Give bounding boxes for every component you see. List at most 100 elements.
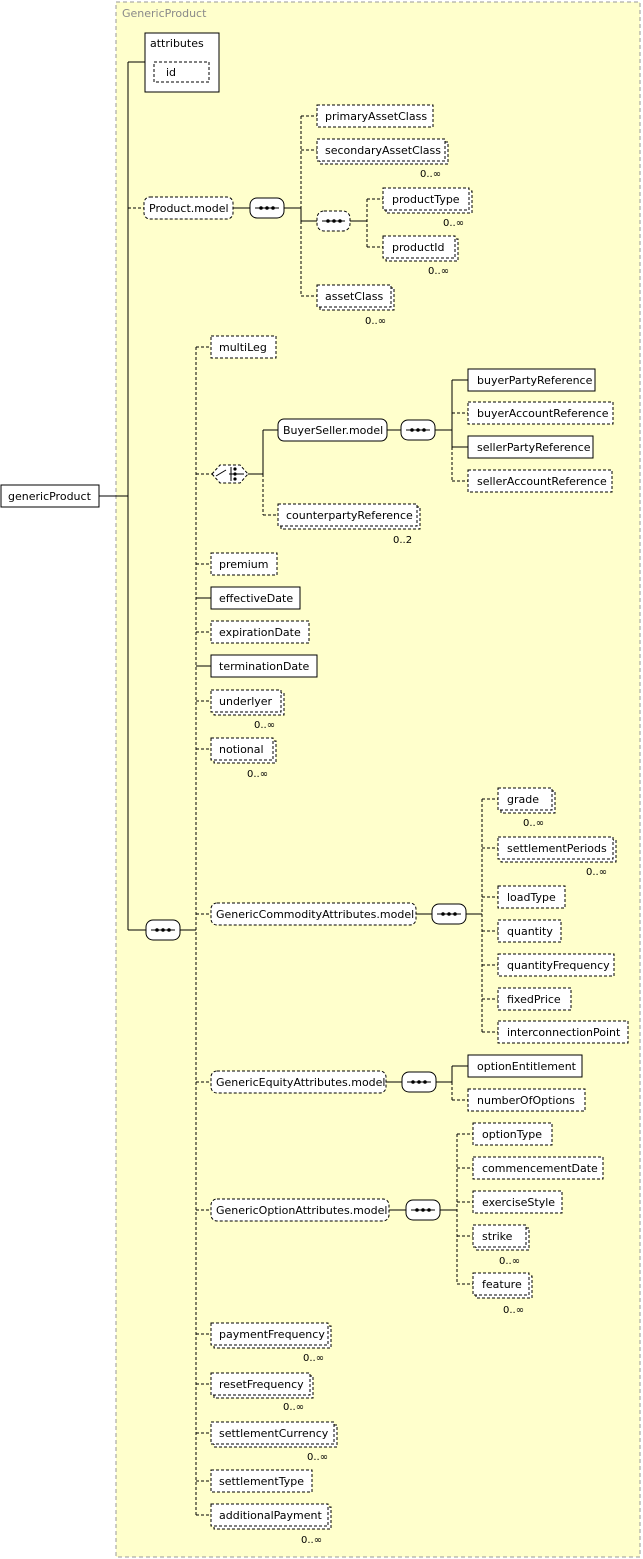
svg-text:commencementDate: commencementDate (482, 1162, 598, 1175)
svg-text:0..∞: 0..∞ (247, 769, 268, 780)
svg-text:GenericOptionAttributes.model: GenericOptionAttributes.model (216, 1204, 387, 1217)
svg-text:0..∞: 0..∞ (301, 1535, 322, 1546)
element-fixedPrice[interactable]: fixedPrice (497, 987, 572, 1011)
svg-text:GenericCommodityAttributes.mod: GenericCommodityAttributes.model (216, 908, 414, 921)
svg-text:0..∞: 0..∞ (307, 1452, 328, 1463)
element-settlementCurrency[interactable]: settlementCurrency 0..∞ (210, 1421, 338, 1463)
element-sellerPartyReference[interactable]: sellerPartyReference (467, 435, 594, 459)
svg-text:quantityFrequency: quantityFrequency (507, 959, 610, 972)
svg-text:numberOfOptions: numberOfOptions (477, 1094, 575, 1107)
element-settlementType[interactable]: settlementType (210, 1469, 313, 1493)
svg-text:0..∞: 0..∞ (443, 218, 464, 229)
svg-text:grade: grade (507, 793, 539, 806)
element-primaryAssetClass[interactable]: primaryAssetClass (316, 104, 434, 128)
svg-text:settlementPeriods: settlementPeriods (507, 842, 607, 855)
svg-text:0..∞: 0..∞ (499, 1256, 520, 1267)
element-numberOfOptions[interactable]: numberOfOptions (467, 1088, 586, 1112)
element-expirationDate[interactable]: expirationDate (210, 620, 310, 644)
element-counterpartyReference[interactable]: counterpartyReference 0..2 (277, 503, 421, 546)
svg-text:buyerPartyReference: buyerPartyReference (477, 374, 593, 387)
svg-text:quantity: quantity (507, 925, 553, 938)
svg-text:effectiveDate: effectiveDate (219, 592, 293, 605)
svg-text:Product.model: Product.model (149, 202, 229, 215)
element-commencementDate[interactable]: commencementDate (472, 1156, 604, 1180)
sequence-connector-icon (405, 1199, 441, 1221)
svg-text:0..∞: 0..∞ (254, 720, 275, 731)
element-feature[interactable]: feature 0..∞ (472, 1272, 533, 1316)
root-element[interactable]: genericProduct (0, 484, 100, 508)
element-optionType[interactable]: optionType (472, 1122, 553, 1146)
element-buyerAccountReference[interactable]: buyerAccountReference (467, 401, 614, 425)
svg-text:notional: notional (219, 743, 264, 756)
sequence-connector-icon (249, 197, 285, 219)
svg-text:0..2: 0..2 (393, 535, 412, 546)
element-multiLeg[interactable]: multiLeg (210, 335, 277, 359)
element-strike[interactable]: strike 0..∞ (472, 1224, 530, 1267)
svg-text:underlyer: underlyer (219, 695, 273, 708)
element-grade[interactable]: grade 0..∞ (497, 787, 556, 829)
element-terminationDate[interactable]: terminationDate (210, 654, 318, 678)
connector-lines (99, 61, 482, 1211)
optional-connector-lines (128, 115, 498, 1516)
element-sellerAccountReference[interactable]: sellerAccountReference (467, 469, 613, 493)
element-optionEntitlement[interactable]: optionEntitlement (467, 1054, 583, 1078)
svg-text:counterpartyReference: counterpartyReference (286, 509, 413, 522)
svg-text:productType: productType (392, 193, 460, 206)
element-additionalPayment[interactable]: additionalPayment 0..∞ (210, 1503, 332, 1546)
commodity-attributes-group[interactable]: GenericCommodityAttributes.model (210, 902, 417, 926)
sequence-connector-icon (316, 210, 351, 232)
element-quantity[interactable]: quantity (497, 919, 562, 943)
svg-text:interconnectionPoint: interconnectionPoint (507, 1026, 621, 1039)
svg-text:secondaryAssetClass: secondaryAssetClass (325, 144, 441, 157)
element-quantityFrequency[interactable]: quantityFrequency (497, 953, 615, 977)
svg-text:0..∞: 0..∞ (420, 169, 441, 180)
product-model-group[interactable]: Product.model (143, 196, 234, 220)
element-productType[interactable]: productType 0..∞ (382, 187, 473, 229)
element-buyerPartyReference[interactable]: buyerPartyReference (467, 368, 596, 392)
svg-text:0..∞: 0..∞ (586, 867, 607, 878)
element-paymentFrequency[interactable]: paymentFrequency 0..∞ (210, 1322, 332, 1364)
element-exerciseStyle[interactable]: exerciseStyle (472, 1190, 563, 1214)
element-interconnectionPoint[interactable]: interconnectionPoint (497, 1020, 629, 1044)
sequence-connector-icon (400, 419, 436, 441)
svg-text:GenericEquityAttributes.model: GenericEquityAttributes.model (216, 1076, 386, 1089)
element-settlementPeriods[interactable]: settlementPeriods 0..∞ (497, 836, 617, 878)
sequence-connector-icon (145, 919, 181, 941)
attribute-id (153, 61, 210, 83)
svg-text:settlementType: settlementType (219, 1475, 304, 1488)
svg-text:loadType: loadType (507, 891, 556, 904)
element-secondaryAssetClass[interactable]: secondaryAssetClass 0..∞ (316, 138, 449, 180)
svg-text:attributes: attributes (150, 37, 204, 50)
option-attributes-group[interactable]: GenericOptionAttributes.model (210, 1198, 390, 1222)
svg-text:primaryAssetClass: primaryAssetClass (325, 110, 427, 123)
element-resetFrequency[interactable]: resetFrequency 0..∞ (210, 1372, 314, 1413)
svg-text:expirationDate: expirationDate (219, 626, 301, 639)
sequence-connector-icon (401, 1071, 437, 1093)
svg-text:sellerPartyReference: sellerPartyReference (477, 441, 591, 454)
svg-text:fixedPrice: fixedPrice (507, 993, 561, 1006)
attributes-group[interactable]: attributes id (144, 32, 220, 93)
svg-text:exerciseStyle: exerciseStyle (482, 1196, 555, 1209)
type-frame (115, 1, 641, 1558)
svg-text:strike: strike (482, 1230, 513, 1243)
choice-connector-icon (211, 464, 249, 484)
svg-text:premium: premium (219, 558, 269, 571)
svg-text:productId: productId (392, 241, 445, 254)
equity-attributes-group[interactable]: GenericEquityAttributes.model (210, 1070, 387, 1094)
svg-text:sellerAccountReference: sellerAccountReference (477, 475, 607, 488)
element-productId[interactable]: productId 0..∞ (382, 235, 459, 277)
element-notional[interactable]: notional 0..∞ (210, 737, 277, 780)
element-premium[interactable]: premium (210, 552, 278, 576)
element-underlyer[interactable]: underlyer 0..∞ (210, 689, 285, 731)
buyerseller-model-group[interactable]: BuyerSeller.model (277, 418, 388, 442)
svg-text:genericProduct: genericProduct (8, 490, 92, 503)
element-effectiveDate[interactable]: effectiveDate (210, 586, 301, 610)
type-title: GenericProduct (122, 7, 207, 20)
element-assetClass[interactable]: assetClass 0..∞ (316, 284, 395, 327)
svg-text:0..∞: 0..∞ (503, 1305, 524, 1316)
sequence-connector-icon (431, 903, 467, 925)
svg-text:resetFrequency: resetFrequency (219, 1378, 304, 1391)
element-loadType[interactable]: loadType (497, 885, 566, 909)
svg-text:BuyerSeller.model: BuyerSeller.model (283, 424, 383, 437)
svg-text:buyerAccountReference: buyerAccountReference (477, 407, 609, 420)
